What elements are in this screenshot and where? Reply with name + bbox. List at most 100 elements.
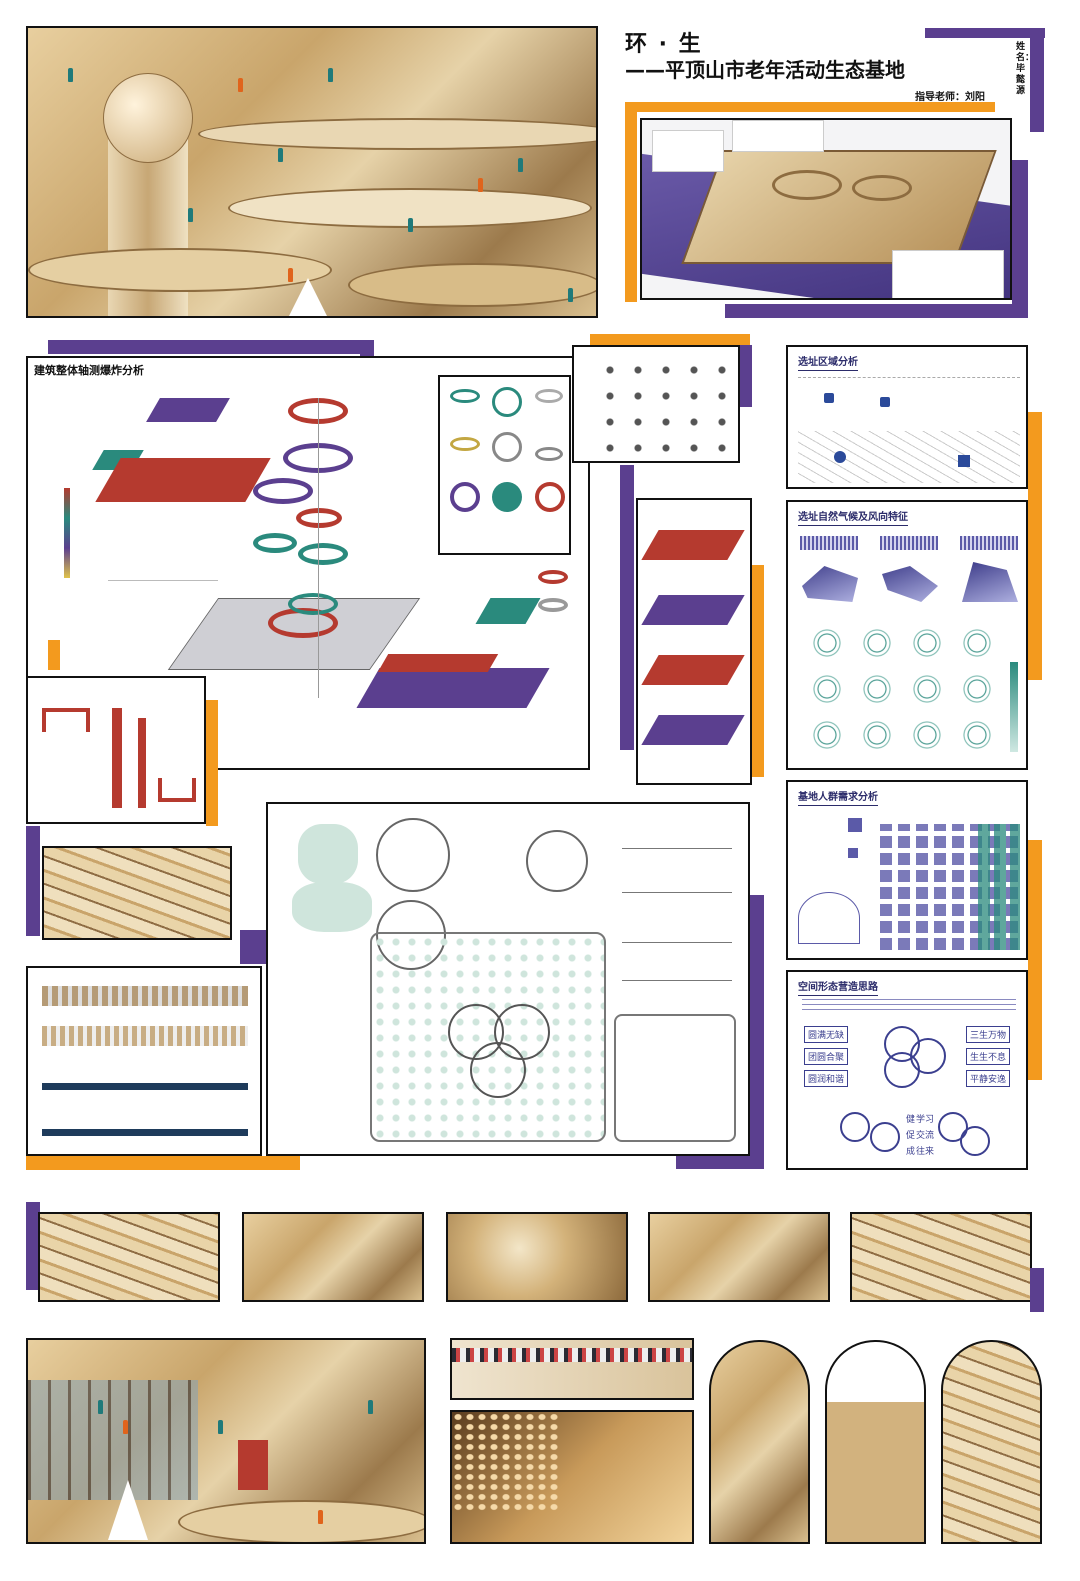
orange-frame-bar xyxy=(625,102,637,302)
red-column xyxy=(138,718,146,808)
ring-red xyxy=(296,508,342,528)
orange-frame-bar xyxy=(1028,840,1042,1080)
map-sketch xyxy=(798,377,1020,428)
concept-blob xyxy=(298,824,358,884)
layer-stack-strip xyxy=(636,498,752,785)
purple-frame-bar xyxy=(26,1202,40,1290)
person-figure xyxy=(278,148,283,162)
arch-render xyxy=(941,1340,1042,1544)
person-figure xyxy=(318,1510,323,1524)
interior-render xyxy=(26,1338,426,1544)
component-ring xyxy=(535,482,565,512)
components-inset xyxy=(438,375,571,555)
panel-title: 空间形态营造思路 xyxy=(798,978,878,996)
climate-surface xyxy=(882,566,938,602)
purple-frame-bar xyxy=(1030,1268,1044,1312)
crowd-chart-block xyxy=(978,824,1020,950)
ring-teal xyxy=(288,593,338,615)
layer-slab xyxy=(641,595,745,625)
component-ring xyxy=(450,389,480,403)
poster-title: 环 · 生 xyxy=(625,32,703,57)
glass-facade xyxy=(28,1380,198,1500)
elevation-strip xyxy=(42,1118,248,1136)
diagram-word: 健 xyxy=(906,1115,916,1125)
space-label: 三生万物 xyxy=(966,1026,1011,1043)
red-column xyxy=(112,708,122,808)
title-accent-bar xyxy=(1030,28,1044,132)
orange-frame-bar xyxy=(26,1156,300,1170)
name-value: 毕懿源 xyxy=(1016,64,1026,96)
advisor-label: 指导老师： xyxy=(915,92,965,103)
purple-frame-bar xyxy=(26,826,40,936)
purple-frame-bar xyxy=(620,465,634,750)
ring-red xyxy=(538,570,568,584)
climate-strip xyxy=(880,536,938,550)
diagram-word: 学习 xyxy=(916,1115,935,1125)
component-ring xyxy=(492,482,522,512)
layer-slab xyxy=(641,530,745,560)
ramp-band xyxy=(228,188,592,228)
diagram-word: 往来 xyxy=(916,1147,935,1157)
component-ring xyxy=(535,389,563,403)
render-thumb xyxy=(446,1212,628,1302)
component-ring xyxy=(450,482,480,512)
diagram-word: 交流 xyxy=(916,1131,935,1141)
shadow-render xyxy=(450,1410,694,1544)
space-label: 平静安逸 xyxy=(966,1070,1011,1087)
panel-title: 建筑整体轴测爆炸分析 xyxy=(34,364,144,377)
orange-frame-bar xyxy=(590,334,750,346)
elevation-strip xyxy=(42,986,248,1006)
ramp-band xyxy=(178,1500,424,1542)
section-line xyxy=(622,980,732,981)
space-label: 圆满无缺 xyxy=(804,1026,849,1043)
evolution-grid-panel xyxy=(572,345,740,463)
purple-frame-bar xyxy=(740,345,752,407)
orange-frame-bar xyxy=(1028,412,1042,680)
slab-red xyxy=(95,458,271,502)
orange-frame-bar xyxy=(48,640,60,670)
plan-panel xyxy=(266,802,750,1156)
wind-legend xyxy=(1010,662,1018,752)
orange-frame-bar xyxy=(750,565,764,777)
caption-text xyxy=(108,580,218,611)
plan-circle xyxy=(376,818,450,892)
legend-column xyxy=(64,488,70,578)
dome xyxy=(103,73,193,163)
map-marker xyxy=(824,393,834,403)
diagram-word: 促 xyxy=(906,1131,916,1141)
space-label: 圆润和谐 xyxy=(804,1070,849,1087)
slab-purple xyxy=(356,668,550,708)
person-figure xyxy=(288,268,293,282)
person-figure xyxy=(518,158,523,172)
person-figure xyxy=(123,1420,128,1434)
person-figure xyxy=(238,78,243,92)
climate-panel: 选址自然气候及风向特征 xyxy=(786,500,1028,770)
facade-render xyxy=(450,1338,694,1400)
person-figure xyxy=(568,288,573,302)
diagram-ring xyxy=(884,1052,920,1088)
map-marker xyxy=(880,397,890,407)
street-map xyxy=(798,431,1020,483)
purple-frame-bar xyxy=(750,895,764,1169)
person-figure xyxy=(68,68,73,82)
ramp-band xyxy=(348,263,596,307)
elevation-strip xyxy=(42,1026,248,1046)
bench-form xyxy=(158,778,196,802)
person-figure xyxy=(188,208,193,222)
purple-frame-bar xyxy=(676,1155,764,1169)
orange-frame-bar xyxy=(625,102,995,112)
section-line xyxy=(622,892,732,893)
ring-grid xyxy=(596,357,736,453)
name-vertical: 姓名：毕懿源 xyxy=(1016,42,1034,97)
guide-line xyxy=(318,398,319,698)
crowd-swatch xyxy=(848,818,862,832)
site-aerial-render xyxy=(640,118,1012,300)
space-form-panel: 空间形态营造思路 圆满无缺 团圆合聚 圆润和谐 三生万物 生生不息 平静安逸 健… xyxy=(786,970,1028,1170)
purple-frame-bar xyxy=(725,304,1028,318)
climate-strip xyxy=(960,536,1018,550)
intro-text-lines xyxy=(802,998,1016,1014)
space-label: 团圆合聚 xyxy=(804,1048,849,1065)
window-band xyxy=(452,1348,692,1362)
person-figure xyxy=(218,1420,223,1434)
route-diagram xyxy=(798,892,860,944)
